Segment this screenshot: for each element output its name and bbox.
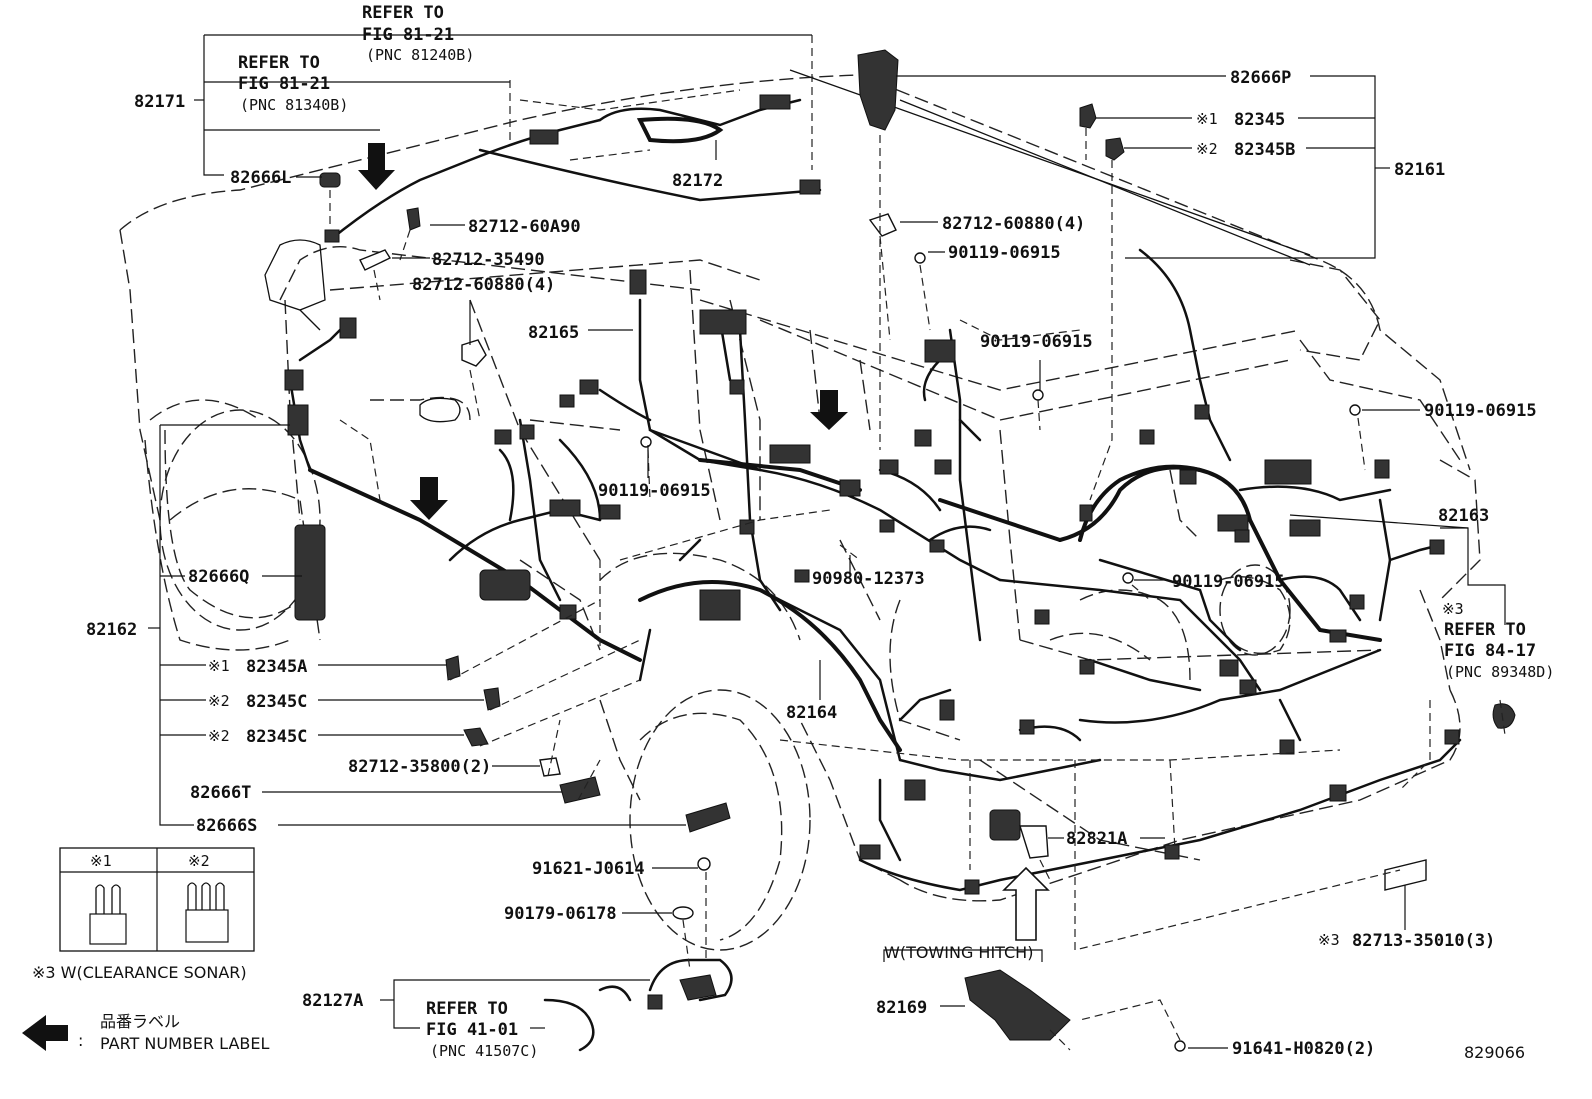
- refer-81340b-line3: (PNC 81340B): [240, 96, 348, 114]
- refer-41507c-line1: REFER TO: [426, 999, 508, 1019]
- refer-81240b-line3: (PNC 81240B): [366, 46, 474, 64]
- connectors: [284, 94, 1460, 895]
- label-82345A: 82345A: [246, 657, 307, 677]
- part-82345C-clip-b: [463, 727, 489, 747]
- part-number-label-arrows: [358, 143, 848, 520]
- label-82345B: 82345B: [1234, 140, 1295, 160]
- label-82171: 82171: [134, 92, 185, 112]
- refer-89348d-line3: (PNC 89348D): [1446, 663, 1554, 681]
- label-82163: 82163: [1438, 506, 1489, 526]
- part-82169-harness: [964, 969, 1071, 1041]
- part-90179-washer: [672, 906, 694, 920]
- mark-1-82345: ※1: [1196, 110, 1218, 128]
- part-82127A-harness: [543, 958, 733, 1052]
- part-82712-35800-clamp: [539, 757, 561, 777]
- legend-arrow-jp: 品番ラベル: [100, 1012, 180, 1031]
- diagram-id: 829066: [1464, 1043, 1525, 1062]
- part-82345-clip: [1079, 103, 1125, 161]
- label-82345C-a: 82345C: [246, 692, 307, 712]
- part-82712-35490-clamp: [359, 249, 392, 271]
- label-82666S: 82666S: [196, 816, 257, 836]
- towing-arrow: [1002, 866, 1050, 941]
- label-82713: 82713-35010(3): [1352, 931, 1495, 951]
- text-labels: REFER TO FIG 81-21 (PNC 81240B) REFER TO…: [32, 3, 1554, 1062]
- label-82712-60A90: 82712-60A90: [468, 217, 581, 237]
- refer-81240b-line2: FIG 81-21: [362, 25, 454, 45]
- label-82161: 82161: [1394, 160, 1445, 180]
- part-82666T-bracket: [559, 776, 601, 804]
- part-82821A-bracket: [1019, 825, 1049, 859]
- label-90179: 90179-06178: [504, 904, 617, 924]
- part-89348D-sensor: [1492, 703, 1516, 729]
- label-90980: 90980-12373: [812, 569, 925, 589]
- label-82712-35490: 82712-35490: [432, 250, 545, 270]
- label-90119-d: 90119-06915: [1172, 572, 1285, 592]
- legend-colon: :: [78, 1031, 83, 1050]
- label-82712-60880-a: 82712-60880(4): [412, 275, 555, 295]
- mark-3-82713: ※3: [1318, 931, 1340, 949]
- label-90119-b: 90119-06915: [980, 332, 1093, 352]
- legend-col1-header: ※1: [90, 852, 112, 870]
- refer-81340b-line1: REFER TO: [238, 53, 320, 73]
- part-82712-60880-clamp-a: [461, 339, 487, 367]
- dashed-leaders: [329, 35, 1506, 1051]
- label-82712-35800: 82712-35800(2): [348, 757, 491, 777]
- label-towing-hitch: W(TOWING HITCH): [884, 943, 1033, 962]
- legend-arrow-en: PART NUMBER LABEL: [100, 1034, 269, 1053]
- label-82712-60880-b: 82712-60880(4): [942, 214, 1085, 234]
- part-82345A-clip: [445, 655, 461, 681]
- refer-89348d-line1: REFER TO: [1444, 620, 1526, 640]
- callout-lines: [148, 34, 1506, 1049]
- label-82666T: 82666T: [190, 783, 251, 803]
- label-82666Q: 82666Q: [188, 567, 249, 587]
- label-82127A: 82127A: [302, 991, 363, 1011]
- label-91621: 91621-J0614: [532, 859, 645, 879]
- part-82666S-bracket: [685, 802, 731, 833]
- refer-81340b-line2: FIG 81-21: [238, 74, 330, 94]
- part-82712-60880-clamp-b: [868, 213, 897, 237]
- legend-col2-header: ※2: [188, 852, 210, 870]
- label-82666P: 82666P: [1230, 68, 1291, 88]
- refer-89348d-mark: ※3: [1442, 600, 1464, 618]
- label-82162: 82162: [86, 620, 137, 640]
- label-90119-c: 90119-06915: [1424, 401, 1537, 421]
- mark-2-82345c-a: ※2: [208, 692, 230, 710]
- bolts: [640, 252, 1361, 1052]
- label-90119-a: 90119-06915: [948, 243, 1061, 263]
- part-82345C-clip-a: [483, 687, 501, 711]
- legend-note-3: ※3 W(CLEARANCE SONAR): [32, 963, 247, 982]
- part-82712-60A90-clamp: [406, 207, 421, 231]
- label-82821A: 82821A: [1066, 829, 1127, 849]
- refer-41507c-line3: (PNC 41507C): [430, 1042, 538, 1060]
- label-82169: 82169: [876, 998, 927, 1018]
- mark-2-82345b: ※2: [1196, 140, 1218, 158]
- wire-harness-floor-main: [288, 298, 762, 662]
- refer-81240b-line1: REFER TO: [362, 3, 444, 23]
- label-82165: 82165: [528, 323, 579, 343]
- label-91641: 91641-H0820(2): [1232, 1039, 1375, 1059]
- label-82345: 82345: [1234, 110, 1285, 130]
- mark-2-82345c-b: ※2: [208, 727, 230, 745]
- label-82164: 82164: [786, 703, 837, 723]
- label-90119-e: 90119-06915: [598, 481, 711, 501]
- part-82666P-bracket: [857, 49, 899, 131]
- refer-89348d-line2: FIG 84-17: [1444, 641, 1536, 661]
- mark-1-82345a: ※1: [208, 657, 230, 675]
- part-number-label-legend-arrow: [22, 1015, 68, 1051]
- legend-box: [59, 847, 255, 952]
- side-mirror: [264, 239, 326, 331]
- wheel-outline: [159, 409, 1291, 951]
- label-82172: 82172: [672, 171, 723, 191]
- wire-harness-center-console: [922, 328, 1062, 642]
- refer-41507c-line2: FIG 41-01: [426, 1020, 518, 1040]
- part-82713-label: [1384, 859, 1427, 891]
- vehicle-body-outline: [119, 69, 1481, 941]
- label-82666L: 82666L: [230, 168, 291, 188]
- label-82345C-b: 82345C: [246, 727, 307, 747]
